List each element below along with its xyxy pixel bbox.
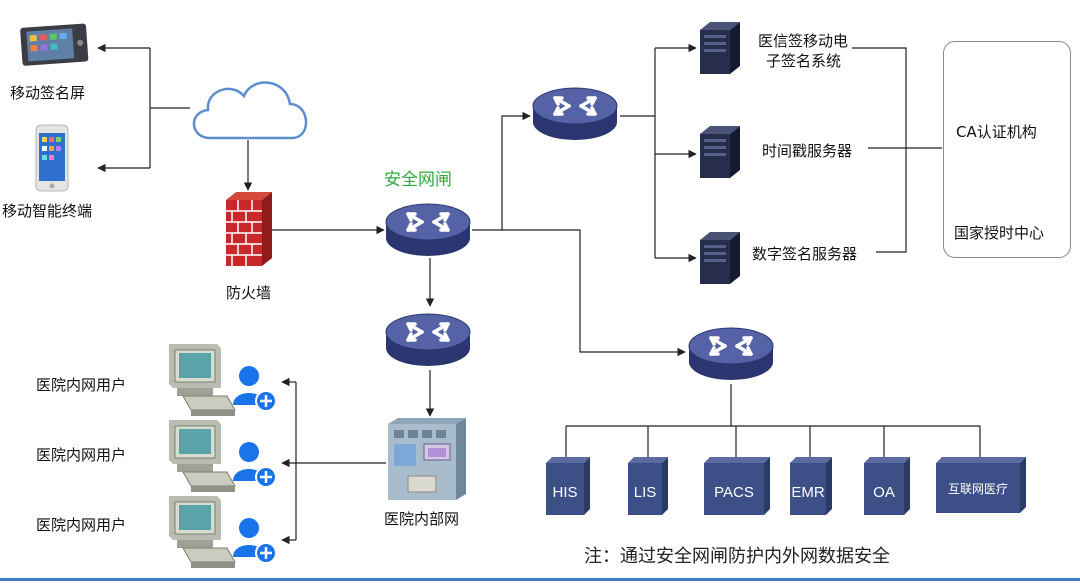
computer-icon: [168, 343, 236, 417]
router-icon-gateway: [384, 202, 472, 258]
service-label: OA: [873, 484, 895, 501]
bottom-rule: [0, 578, 1080, 581]
sign-system-label-line1: 医信签移动电: [758, 32, 849, 50]
ca-authority-label: CA认证机构: [956, 123, 1037, 141]
service-box-internet-medical: 互联网医疗: [936, 457, 1026, 513]
hospital-user-label: 医院内网用户: [36, 516, 127, 534]
firewall-label: 防火墙: [226, 284, 272, 302]
user-add-icon: [231, 440, 278, 489]
user-add-icon: [231, 516, 278, 565]
mobile-sign-screen-label: 移动签名屏: [10, 84, 86, 102]
service-box-oa: OA: [864, 457, 910, 515]
hospital-user-label: 医院内网用户: [36, 376, 127, 394]
connectors: [97, 43, 981, 545]
firewall-icon: [226, 192, 272, 266]
user-add-icon: [231, 364, 278, 413]
ca-group-box: [943, 41, 1071, 258]
service-box-pacs: PACS: [704, 457, 770, 515]
mobile-terminal-label: 移动智能终端: [2, 202, 93, 220]
router-icon-top: [531, 86, 619, 142]
service-label: EMR: [791, 484, 825, 501]
server-icon-digital-sign: [700, 232, 740, 284]
service-box-emr: EMR: [790, 457, 832, 515]
phone-icon: [35, 124, 69, 192]
service-box-lis: LIS: [628, 457, 668, 515]
tablet-icon: [20, 23, 89, 66]
service-label: LIS: [634, 484, 657, 501]
hospital-user-label: 医院内网用户: [36, 446, 127, 464]
computer-icon: [168, 419, 236, 493]
router-icon-internal: [384, 312, 472, 368]
sign-system-label-line2: 子签名系统: [766, 52, 842, 70]
server-icon-timestamp: [700, 126, 740, 178]
service-label: HIS: [552, 484, 577, 501]
computer-icon: [168, 495, 236, 569]
national-time-center-label: 国家授时中心: [954, 224, 1045, 242]
service-label: PACS: [714, 484, 754, 501]
router-icon-services: [687, 326, 775, 382]
intranet-icon: [388, 418, 466, 500]
digital-sign-server-label: 数字签名服务器: [752, 245, 858, 263]
timestamp-server-label: 时间戳服务器: [762, 142, 853, 160]
hospital-intranet-label: 医院内部网: [384, 510, 460, 528]
diagram-note: 注：通过安全网闸防护内外网数据安全: [584, 546, 890, 567]
service-label: 互联网医疗: [948, 482, 1008, 496]
service-box-his: HIS: [546, 457, 590, 515]
server-icon-sign-system: [700, 22, 740, 74]
cloud-icon: [192, 81, 308, 140]
security-gateway-label: 安全网闸: [384, 170, 452, 190]
